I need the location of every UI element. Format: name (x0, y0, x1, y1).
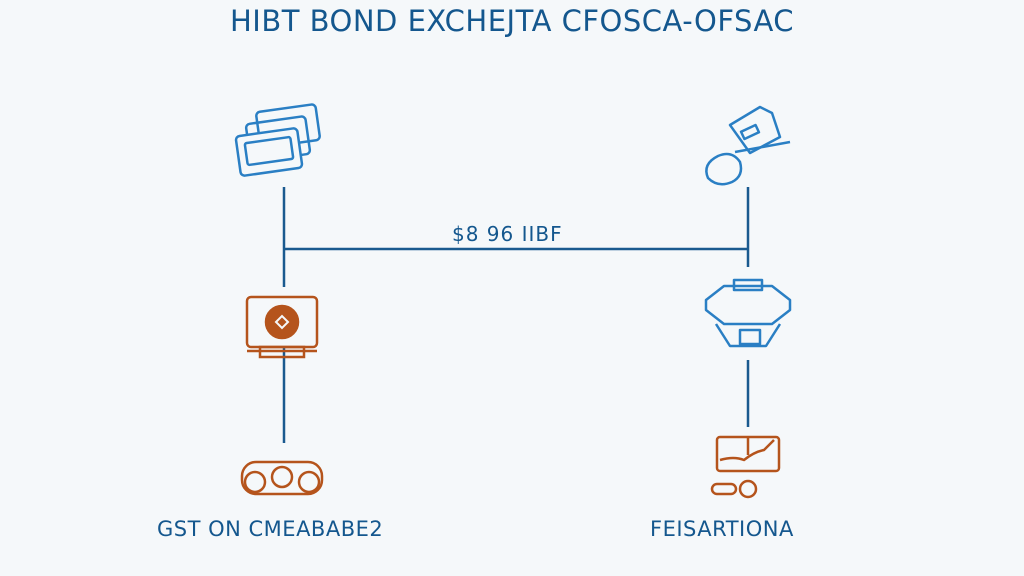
left-node-label: GST ON CMEABABE2 (157, 517, 384, 541)
monitor-badge-icon (245, 295, 319, 359)
diagram-title: HIBT BOND EXCHEJTA CFOSCA-OFSAC (229, 4, 795, 38)
octagon-box-icon (704, 278, 792, 348)
connector-label: $8 96 IIBF (452, 222, 563, 246)
chart-monitor-icon (710, 435, 781, 499)
three-circles-icon (240, 460, 324, 496)
stacked-cards-icon (234, 103, 321, 177)
folder-hand-icon (705, 105, 791, 186)
right-node-label: FEISARTIONA (650, 517, 794, 541)
